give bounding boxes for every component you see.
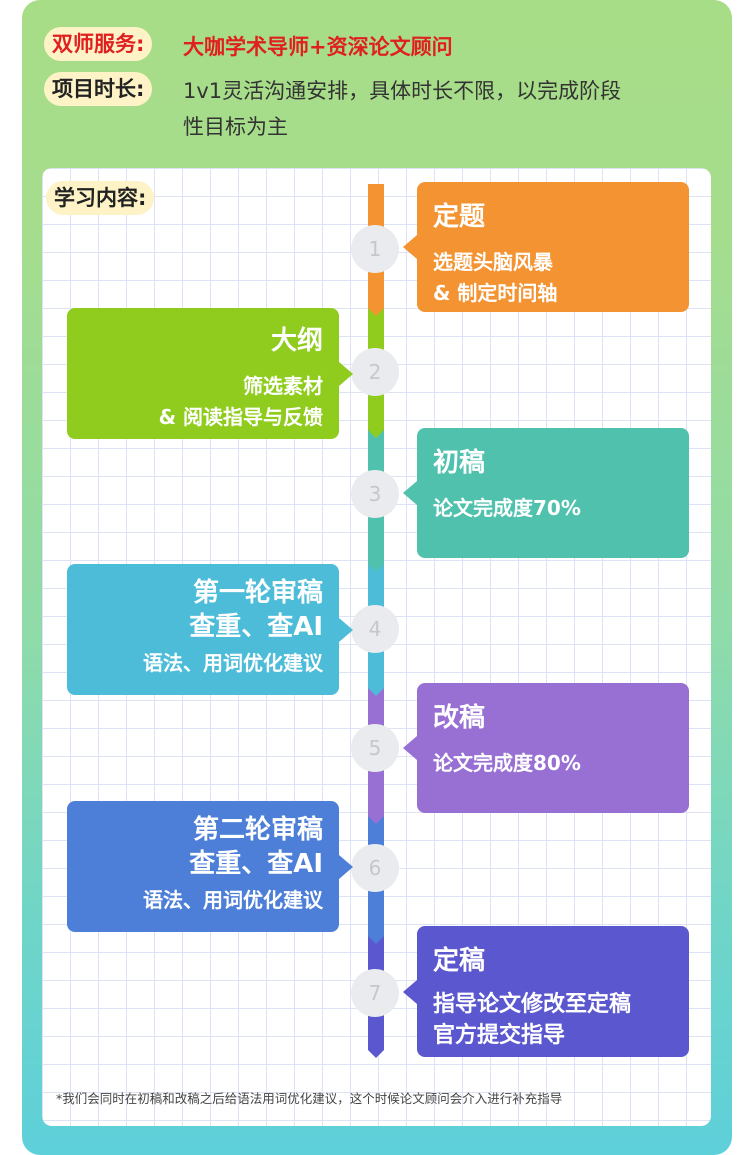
step-number-1: 1 [351, 225, 399, 273]
step-number-7: 7 [351, 969, 399, 1017]
timeline-arrow [368, 430, 384, 438]
step-card-5: 改稿 论文完成度80% [403, 683, 689, 813]
step-title: 初稿 [433, 448, 486, 478]
step-card-4: 第一轮审稿 查重、查AI 语法、用词优化建议 [67, 564, 353, 695]
step-desc-line: 查重、查AI [189, 849, 323, 879]
step-card-6: 第二轮审稿 查重、查AI 语法、用词优化建议 [67, 801, 353, 932]
step-title: 第一轮审稿 [192, 578, 323, 608]
step-desc-line: & 阅读指导与反馈 [158, 405, 323, 429]
step-desc-line: 查重、查AI [189, 612, 323, 642]
step-title: 改稿 [433, 703, 486, 733]
timeline-arrow [368, 936, 384, 944]
duration-value-line2: 性目标为主 [183, 115, 288, 139]
step-desc-line: & 制定时间轴 [433, 281, 558, 305]
duration-label: 项目时长: [44, 72, 153, 106]
step-number-6: 6 [351, 844, 399, 892]
step-number-5: 5 [351, 724, 399, 772]
step-desc-line: 语法、用词优化建议 [143, 651, 323, 675]
timeline-arrow [368, 564, 384, 572]
step-desc-line: 语法、用词优化建议 [143, 888, 323, 912]
duration-value-line1: 1v1灵活沟通安排，具体时长不限，以完成阶段 [183, 79, 622, 103]
step-number-2: 2 [351, 348, 399, 396]
timeline-arrow [368, 1050, 384, 1058]
step-number-4: 4 [351, 605, 399, 653]
timeline-arrow [368, 308, 384, 316]
step-title: 大纲 [270, 326, 323, 356]
step-title: 定题 [433, 202, 486, 232]
service-value: 大咖学术导师+资深论文顾问 [183, 35, 453, 59]
step-card-2: 大纲 筛选素材 & 阅读指导与反馈 [67, 308, 353, 439]
step-card-7: 定稿 指导论文修改至定稿 官方提交指导 [403, 926, 689, 1057]
step-desc-line: 论文完成度70% [433, 496, 581, 520]
step-desc-line: 官方提交指导 [433, 1023, 566, 1048]
step-title: 第二轮审稿 [192, 815, 323, 845]
timeline-arrow [368, 688, 384, 696]
step-title: 定稿 [433, 946, 486, 976]
timeline-arrow [368, 816, 384, 824]
service-label: 双师服务: [44, 27, 153, 61]
footnote: *我们会同时在初稿和改稿之后给语法用词优化建议，这个时候论文顾问会介入进行补充指… [56, 1091, 563, 1106]
step-desc-line: 筛选素材 [243, 374, 323, 398]
step-number-3: 3 [351, 470, 399, 518]
content-label: 学习内容: [46, 181, 155, 215]
step-desc-line: 选题头脑风暴 [433, 250, 553, 274]
step-card-3: 初稿 论文完成度70% [403, 428, 689, 558]
step-desc-line: 指导论文修改至定稿 [433, 992, 632, 1017]
step-card-1: 定题 选题头脑风暴 & 制定时间轴 [403, 182, 689, 312]
step-desc-line: 论文完成度80% [433, 751, 581, 775]
